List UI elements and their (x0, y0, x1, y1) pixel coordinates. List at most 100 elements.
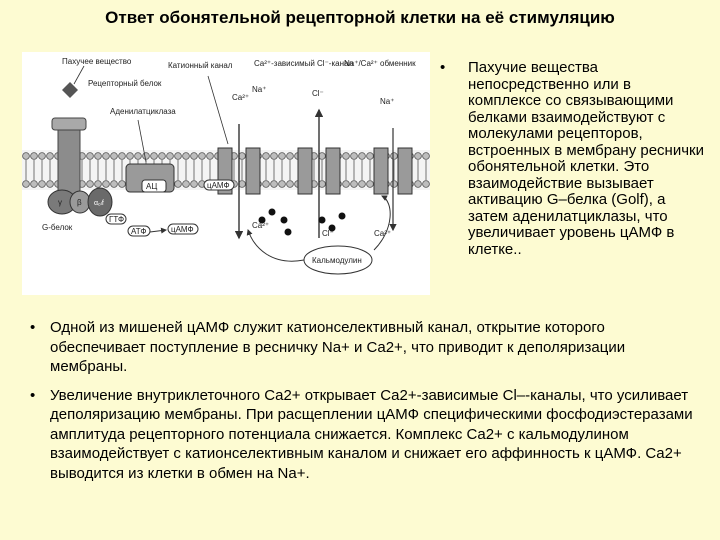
lipid-head (415, 181, 422, 188)
svg-text:Кальмодулин: Кальмодулин (312, 256, 362, 265)
lipid-head (287, 181, 294, 188)
lipid-head (423, 153, 430, 160)
lipid-head (263, 181, 270, 188)
bullet-text: Увеличение внутриклеточного Ca2+ открыва… (50, 386, 700, 484)
lipid-head (391, 153, 398, 160)
list-item: • Одной из мишеней цАМФ служит катионсел… (30, 318, 700, 377)
lipid-head (279, 181, 286, 188)
bullet-text: Одной из мишеней цАМФ служит катионселек… (50, 318, 700, 377)
cl-top-label: Cl⁻ (312, 89, 324, 98)
odorant-molecule: Пахучее вещество (62, 57, 132, 98)
lipid-head (135, 153, 142, 160)
ca2-top-label: Ca²⁺ (232, 93, 249, 102)
ca2-inside-label: Ca²⁺ (252, 221, 269, 230)
beta-label: β (77, 198, 82, 207)
lipid-head (31, 153, 38, 160)
lipid-head (47, 153, 54, 160)
lipid-head (183, 181, 190, 188)
list-item: • Увеличение внутриклеточного Ca2+ откры… (30, 386, 700, 484)
lipid-head (175, 181, 182, 188)
lipid-head (207, 153, 214, 160)
lipid-head (39, 181, 46, 188)
bottom-text-block: • Одной из мишеней цАМФ служит катионсел… (30, 318, 700, 492)
adenylate-cyclase-label: Аденилатциклаза (110, 107, 176, 116)
lipid-head (423, 181, 430, 188)
svg-text:цАМФ: цАМФ (207, 181, 230, 190)
svg-text:цАМФ: цАМФ (171, 225, 194, 234)
lipid-head (343, 153, 350, 160)
lipid-head (151, 153, 158, 160)
lipid-head (367, 153, 374, 160)
lipid-head (167, 153, 174, 160)
g-protein: γ β αₒₗf G-белок (42, 188, 112, 232)
lipid-head (95, 153, 102, 160)
lipid-head (23, 181, 30, 188)
lipid-head (87, 181, 94, 188)
lipid-head (287, 153, 294, 160)
ac-label: АЦ (146, 182, 157, 191)
camp-membrane: цАМФ (204, 180, 234, 190)
lipid-head (111, 181, 118, 188)
lipid-head (263, 153, 270, 160)
bullet: • (440, 60, 468, 258)
bullet: • (30, 318, 50, 377)
lipid-head (23, 153, 30, 160)
lipid-head (359, 153, 366, 160)
atp-tag: АТФ (128, 226, 150, 236)
lipid-head (119, 153, 126, 160)
lipid-head (159, 153, 166, 160)
lipid-head (191, 181, 198, 188)
lipid-head (279, 153, 286, 160)
lipid-head (119, 181, 126, 188)
camp-inside: цАМФ (168, 224, 198, 234)
lipid-head (367, 181, 374, 188)
lipid-head (191, 153, 198, 160)
na-top-label: Na⁺ (252, 85, 266, 94)
na-exchanger-label: Na⁺ (380, 97, 394, 106)
lipid-head (95, 181, 102, 188)
adenylate-cyclase: АЦ (126, 164, 174, 192)
ca2-exchanger-label: Ca²⁺ (374, 229, 391, 238)
cation-channel-label: Катионный канал (168, 61, 233, 70)
page-title: Ответ обонятельной рецепторной клетки на… (0, 8, 720, 28)
lipid-head (31, 181, 38, 188)
lipid-head (111, 153, 118, 160)
g-protein-label: G-белок (42, 223, 73, 232)
right-text-block: • Пахучие вещества непосредственно или в… (440, 60, 705, 258)
lipid-head (127, 153, 134, 160)
calmodulin: Кальмодулин (304, 246, 372, 274)
signaling-diagram: Пахучее вещество Рецепторный белок Адени… (22, 52, 430, 295)
bullet-text: Пахучие вещества непосредственно или в к… (468, 60, 705, 258)
lipid-head (175, 153, 182, 160)
ca-cl-channel-label: Ca²⁺-зависимый Cl⁻-канал (254, 59, 353, 68)
bullet: • (30, 386, 50, 484)
list-item: • Пахучие вещества непосредственно или в… (440, 60, 705, 258)
lipid-head (271, 153, 278, 160)
odorant-label: Пахучее вещество (62, 57, 132, 66)
lipid-head (183, 153, 190, 160)
svg-text:ГТФ: ГТФ (109, 215, 124, 224)
gtp-tag: ГТФ (106, 214, 126, 224)
receptor-label: Рецепторный белок (88, 79, 162, 88)
diagram-svg: Пахучее вещество Рецепторный белок Адени… (22, 52, 430, 295)
lipid-head (39, 153, 46, 160)
lipid-head (143, 153, 150, 160)
lipid-head (359, 181, 366, 188)
gamma-label: γ (58, 198, 62, 207)
lipid-head (103, 181, 110, 188)
lipid-head (47, 181, 54, 188)
alpha-label: αₒₗf (94, 200, 104, 207)
cl-inside-label: Cl⁻ (322, 229, 334, 238)
lipid-head (415, 153, 422, 160)
lipid-head (103, 153, 110, 160)
svg-text:АТФ: АТФ (131, 227, 146, 236)
na-ca-exchanger (374, 128, 412, 230)
lipid-head (351, 153, 358, 160)
lipid-head (351, 181, 358, 188)
exchanger-label: Na⁺/Ca²⁺ обменник (344, 59, 416, 68)
lipid-head (199, 153, 206, 160)
lipid-head (343, 181, 350, 188)
lipid-head (391, 181, 398, 188)
lipid-head (271, 181, 278, 188)
lipid-head (87, 153, 94, 160)
